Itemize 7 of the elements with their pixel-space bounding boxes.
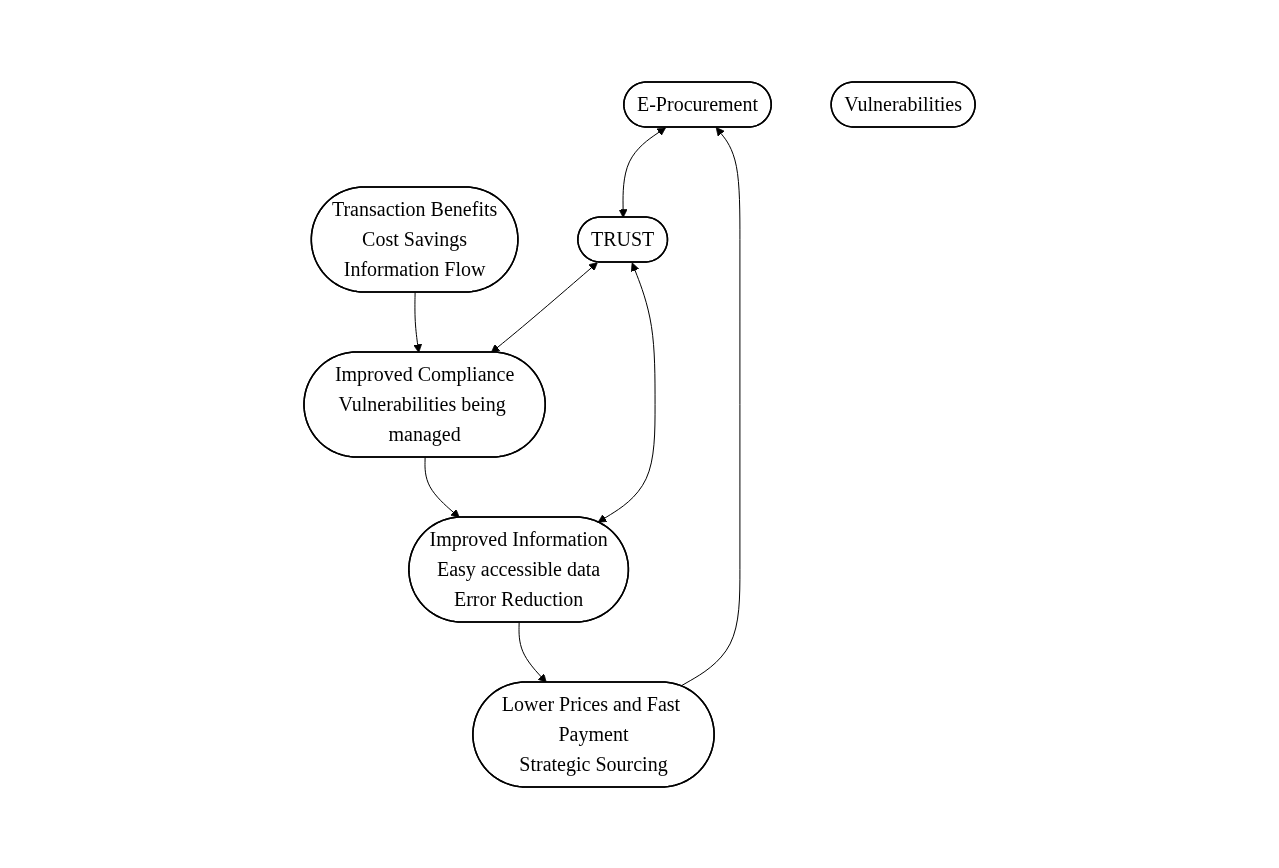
arrow (490, 261, 598, 353)
arrow (518, 621, 547, 683)
arrow (680, 126, 741, 686)
arrow (424, 456, 460, 518)
arrow (597, 261, 656, 523)
arrow (413, 291, 422, 353)
arrow (618, 126, 666, 218)
